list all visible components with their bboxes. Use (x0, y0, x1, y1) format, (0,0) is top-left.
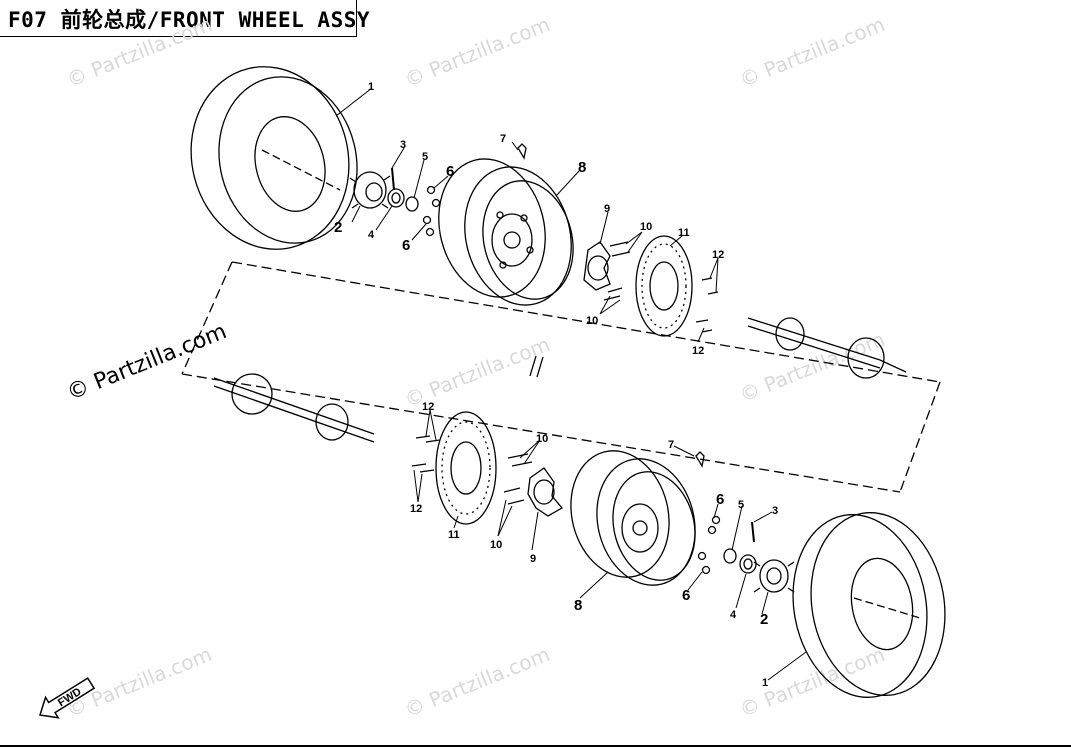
label-lug-nut-lower-b: 6 (682, 587, 690, 604)
label-lug-nut-upper-a: 6 (446, 163, 454, 180)
drive-shaft-upper[interactable] (747, 317, 907, 379)
label-disc-bolt-upper-a: 12 (712, 249, 724, 261)
hub-bolts-upper[interactable] (603, 241, 631, 301)
label-hub-upper: 9 (604, 203, 610, 215)
drive-shaft-lower[interactable] (213, 373, 375, 443)
hub-lower[interactable] (527, 467, 563, 517)
label-hub-lower: 9 (530, 553, 536, 565)
label-hub-bolt-upper-b: 10 (586, 315, 598, 327)
label-disc-bolt-upper-b: 12 (692, 345, 704, 357)
nut-upper[interactable] (387, 188, 405, 208)
label-valve-lower: 7 (668, 439, 674, 451)
brake-disc-lower[interactable] (435, 411, 497, 525)
cotter-pin-upper[interactable] (391, 167, 395, 191)
lug-nuts-upper[interactable] (422, 185, 441, 237)
nut-lower[interactable] (739, 554, 757, 574)
label-nut-upper: 4 (368, 229, 375, 241)
bottom-border (0, 745, 1071, 747)
hub-upper[interactable] (583, 241, 611, 291)
label-brake-disc-lower: 11 (448, 529, 460, 541)
label-tire-lower: 1 (762, 677, 768, 689)
label-lug-nut-lower-a: 6 (716, 491, 724, 508)
label-washer-lower: 5 (738, 499, 744, 511)
leader-lines (335, 87, 807, 681)
valve-lower[interactable] (695, 451, 705, 468)
fwd-arrow-icon: FWD (39, 677, 96, 719)
rim-upper[interactable] (425, 147, 586, 316)
page-title: F07 前轮总成/FRONT WHEEL ASSY (8, 8, 371, 32)
break-mark (529, 355, 544, 378)
label-cap-upper: 2 (334, 219, 342, 236)
rim-lower[interactable] (558, 440, 708, 595)
label-hub-bolt-lower-b: 10 (490, 539, 502, 551)
label-cotter-pin-lower: 3 (772, 505, 778, 517)
washer-lower[interactable] (723, 548, 737, 564)
brake-disc-upper[interactable] (635, 235, 693, 337)
label-rim-upper: 8 (578, 159, 586, 176)
label-valve-upper: 7 (500, 133, 506, 145)
label-hub-bolt-lower-a: 10 (536, 433, 548, 445)
label-hub-bolt-upper-a: 10 (640, 221, 652, 233)
label-rim-lower: 8 (574, 597, 582, 614)
disc-bolts-upper[interactable] (695, 277, 719, 333)
lug-nuts-lower[interactable] (697, 515, 721, 575)
valve-upper[interactable] (517, 143, 527, 160)
label-cap-lower: 2 (760, 611, 768, 628)
label-cotter-pin-upper: 3 (400, 139, 406, 151)
cap-lower[interactable] (753, 559, 795, 593)
tire-lower[interactable] (779, 502, 959, 708)
washer-upper[interactable] (405, 196, 419, 212)
label-disc-bolt-lower-b: 12 (410, 503, 422, 515)
disc-bolts-lower[interactable] (411, 435, 441, 473)
label-washer-upper: 5 (422, 151, 428, 163)
label-tire-upper: 1 (368, 81, 374, 93)
label-nut-lower: 4 (730, 609, 737, 621)
tire-upper[interactable] (172, 50, 374, 266)
title-box: F07 前轮总成/FRONT WHEEL ASSY (0, 0, 370, 37)
label-brake-disc-upper: 11 (678, 227, 690, 239)
label-lug-nut-upper-b: 6 (402, 237, 410, 254)
hub-bolts-lower[interactable] (503, 453, 533, 505)
assembly-line (181, 261, 941, 493)
cap-upper[interactable] (349, 171, 391, 209)
cotter-pin-lower[interactable] (751, 521, 755, 543)
label-disc-bolt-lower-a: 12 (422, 401, 434, 413)
